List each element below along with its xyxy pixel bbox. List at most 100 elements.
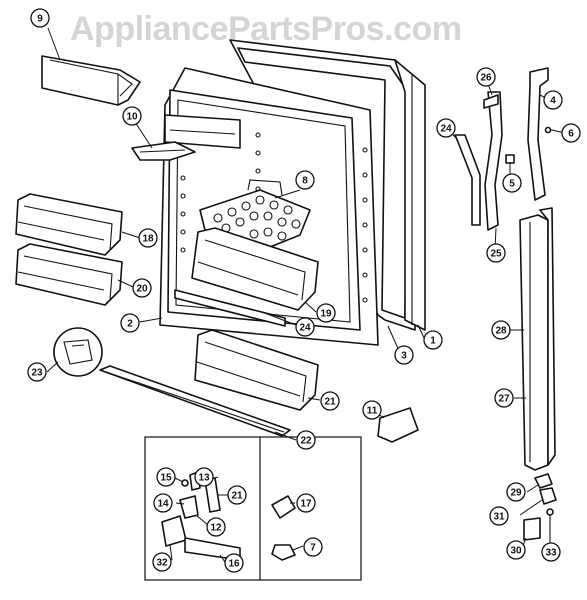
callout-31: 31 <box>489 506 509 526</box>
callout-14: 14 <box>153 493 173 513</box>
callout-7: 7 <box>303 537 323 557</box>
callout-circle <box>296 493 316 513</box>
callout-circle <box>296 430 316 450</box>
callout-number: 6 <box>568 129 574 140</box>
callout-2: 2 <box>120 313 140 333</box>
dairy-compartment-cover <box>41 55 141 106</box>
callout-number: 29 <box>510 488 522 499</box>
callout-circle <box>194 467 214 487</box>
callout-circle <box>120 313 140 333</box>
callout-number: 7 <box>310 543 316 554</box>
callout-32: 32 <box>152 552 172 572</box>
callout-number: 21 <box>324 397 336 408</box>
hinge-cover <box>377 407 419 443</box>
callout-circle <box>436 118 456 138</box>
callout-16: 16 <box>224 553 244 573</box>
callout-5: 5 <box>502 173 522 193</box>
handle-bracket-4 <box>527 67 549 201</box>
watermark: AppliancePartsPros.com <box>70 10 462 48</box>
handle-bracket-24 <box>454 134 481 226</box>
callout-circle <box>295 170 315 190</box>
door-bin-20 <box>15 243 123 306</box>
callout-number: 15 <box>160 473 172 484</box>
callout-circle <box>316 303 336 323</box>
callout-circle <box>561 123 581 143</box>
callout-8: 8 <box>295 170 315 190</box>
callout-number: 30 <box>510 546 522 557</box>
handle-small-parts <box>523 473 557 541</box>
callout-25: 25 <box>486 243 506 263</box>
callout-21: 21 <box>320 391 340 411</box>
callout-24: 24 <box>436 118 456 138</box>
callout-circle <box>30 8 50 28</box>
callout-6: 6 <box>561 123 581 143</box>
screw-6 <box>544 126 552 134</box>
callout-20: 20 <box>132 278 152 298</box>
callout-number: 2 <box>127 319 133 330</box>
callout-number: 32 <box>156 558 168 569</box>
callout-24: 24 <box>295 317 315 337</box>
callout-number: 9 <box>37 14 43 25</box>
callout-circle <box>295 317 315 337</box>
callout-22: 22 <box>296 430 316 450</box>
callout-number: 18 <box>142 234 154 245</box>
callout-circle <box>152 552 172 572</box>
callout-number: 24 <box>440 124 452 135</box>
callout-circle <box>506 482 526 502</box>
callout-23: 23 <box>27 362 47 382</box>
callout-4: 4 <box>543 90 563 110</box>
callout-circle <box>543 90 563 110</box>
door-bin-18 <box>15 193 123 256</box>
callout-circle <box>320 391 340 411</box>
callout-circle <box>138 228 158 248</box>
handle-bracket-26 <box>483 91 503 231</box>
callout-11: 11 <box>362 400 382 420</box>
callout-circle <box>486 243 506 263</box>
callout-circle <box>206 517 226 537</box>
callout-10: 10 <box>122 106 142 126</box>
callout-number: 13 <box>198 473 210 484</box>
callout-33: 33 <box>541 542 561 562</box>
callout-circle <box>394 345 414 365</box>
callout-circle <box>491 320 511 340</box>
callout-number: 24 <box>299 323 311 334</box>
callout-number: 16 <box>228 559 240 570</box>
callout-number: 26 <box>480 73 492 84</box>
outer-door-panel <box>394 59 426 331</box>
callout-number: 14 <box>157 499 169 510</box>
callout-19: 19 <box>316 303 336 323</box>
callout-26: 26 <box>476 67 496 87</box>
callout-circle <box>506 540 526 560</box>
callout-number: 8 <box>302 176 308 187</box>
callout-9: 9 <box>30 8 50 28</box>
callout-circle <box>156 467 176 487</box>
door-bin-lower <box>194 329 319 411</box>
callout-circle <box>494 388 514 408</box>
callout-number: 17 <box>300 499 312 510</box>
callout-circle <box>502 173 522 193</box>
callout-number: 19 <box>320 309 332 320</box>
callout-number: 1 <box>430 336 436 347</box>
callout-number: 10 <box>126 112 138 123</box>
callout-number: 11 <box>367 406 378 417</box>
callout-circle <box>423 330 443 350</box>
callout-circle <box>303 537 323 557</box>
callout-number: 27 <box>498 394 510 405</box>
callout-13: 13 <box>194 467 214 487</box>
callout-29: 29 <box>506 482 526 502</box>
callout-21: 21 <box>227 485 247 505</box>
callout-circle <box>541 542 561 562</box>
callout-1: 1 <box>423 330 443 350</box>
callout-circle <box>153 493 173 513</box>
hinge-detail <box>53 327 103 377</box>
door-bin-middle <box>191 227 319 311</box>
hardware-inset <box>144 436 362 581</box>
callout-number: 4 <box>550 96 556 107</box>
callout-circle <box>27 362 47 382</box>
callout-circle <box>489 506 509 526</box>
callout-28: 28 <box>491 320 511 340</box>
callout-12: 12 <box>206 517 226 537</box>
